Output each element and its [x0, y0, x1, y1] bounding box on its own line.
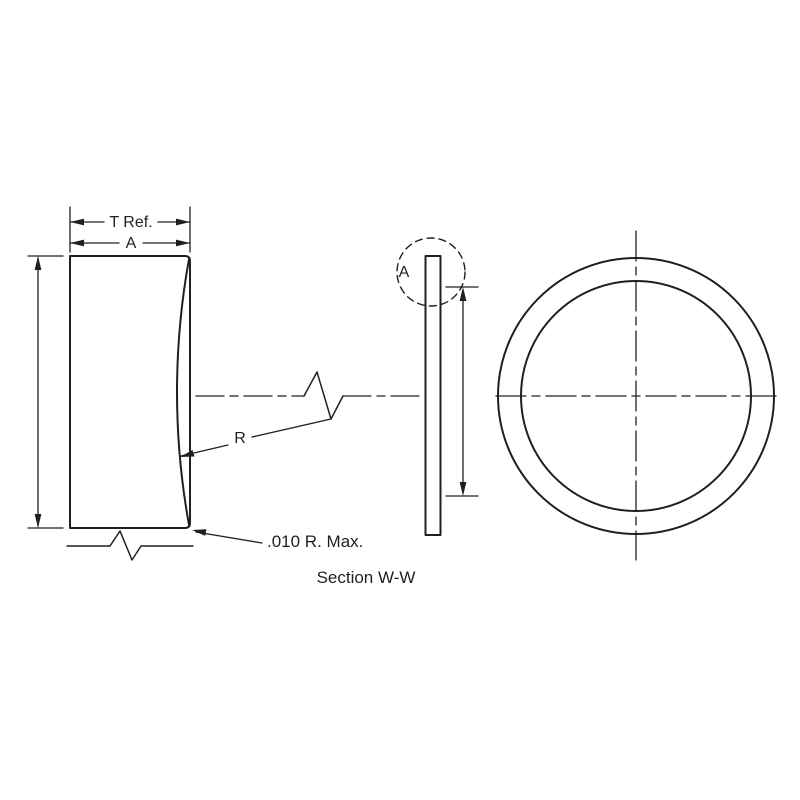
centerline-break-zigzag: [303, 371, 344, 420]
section-caption: Section W-W: [317, 568, 416, 587]
edge-view-outline: [424, 255, 442, 536]
convex-surface-curve: [176, 258, 190, 526]
cross-section-view: [69, 255, 191, 529]
detail-a-circle: [396, 237, 466, 307]
radius-leader-segment-2: [251, 418, 332, 438]
radius-note-leader: [195, 531, 263, 544]
bottom-break-line: [66, 530, 194, 561]
edge-dim-arrow-top: [459, 287, 467, 301]
t-ref-arrow-right: [176, 218, 190, 226]
edge-dim-arrow-bottom: [459, 482, 467, 496]
height-arrow-top: [34, 256, 42, 270]
radius-label: R: [234, 430, 246, 447]
a-dimension-label: A: [126, 235, 137, 252]
arrowheads: [34, 218, 467, 536]
a-arrow-right: [176, 239, 190, 247]
t-ref-label: T Ref.: [109, 214, 152, 231]
t-ref-arrow-left: [70, 218, 84, 226]
labels: T Ref. A R A .010 R. Max. Section W-W: [109, 214, 415, 587]
radius-note-label: .010 R. Max.: [267, 532, 363, 551]
section-outline: [69, 255, 191, 529]
radius-leader-arrow: [180, 450, 195, 457]
line-work: [27, 206, 780, 561]
dimension-lines: [27, 206, 780, 561]
detail-a-label: A: [399, 264, 410, 281]
a-arrow-left: [70, 239, 84, 247]
edge-view: [424, 255, 442, 536]
radius-note-arrow: [192, 529, 207, 536]
height-arrow-bottom: [34, 514, 42, 528]
